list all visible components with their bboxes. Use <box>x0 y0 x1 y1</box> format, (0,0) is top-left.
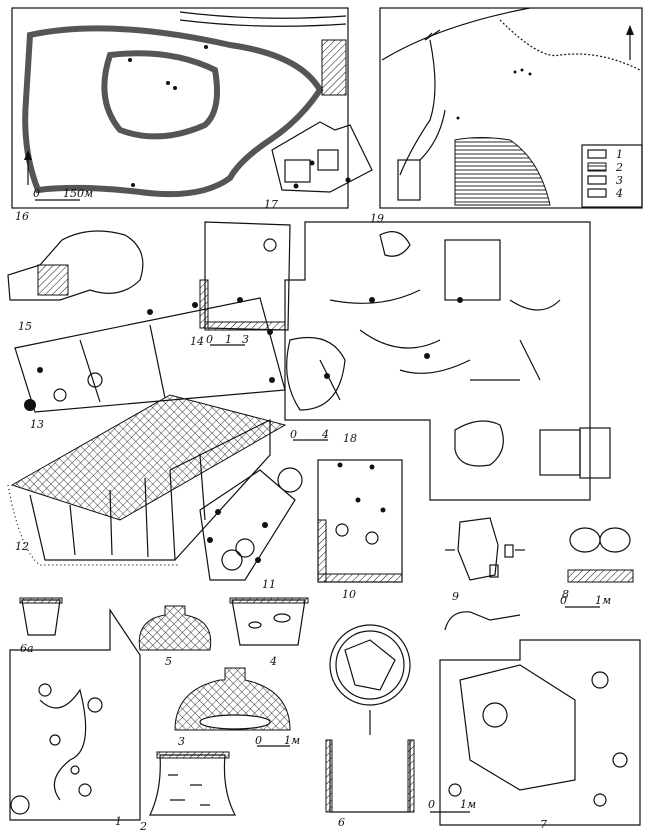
figure-8: 0 1м 8 <box>560 527 634 608</box>
figure-label-12: 12 <box>15 540 29 553</box>
legend-19-item-3: 3 <box>616 174 623 187</box>
figure-19: 1 2 3 4 19 <box>370 7 643 225</box>
figure-label-14: 14 <box>190 335 204 348</box>
figure-6: 6 <box>325 624 415 829</box>
scale-8-value: 1м <box>595 594 611 607</box>
figure-label-8: 8 <box>562 588 569 601</box>
figure-12: 12 <box>7 394 287 566</box>
figure-1: 1 <box>9 608 141 828</box>
figure-label-19: 19 <box>370 212 384 225</box>
legend-19-item-2: 2 <box>615 161 623 174</box>
legend-19-item-1: 1 <box>616 148 623 161</box>
scale-3-zero: 0 <box>255 734 262 747</box>
scale-7-zero: 0 <box>428 798 435 811</box>
figure-5: 5 <box>138 605 212 668</box>
figure-label-16: 16 <box>15 210 29 223</box>
figure-label-4: 4 <box>269 655 277 668</box>
scale-14-one: 1 <box>225 333 232 346</box>
figure-label-5: 5 <box>165 655 172 668</box>
figure-17: 17 <box>264 121 373 211</box>
figure-label-2: 2 <box>139 820 147 832</box>
scale-16-value: 150м <box>63 187 93 200</box>
scale-14-three: 3 <box>242 333 249 346</box>
figure-15: 15 <box>7 230 144 333</box>
legend-19-item-4: 4 <box>615 187 623 200</box>
scale-3-value: 1м <box>284 734 300 747</box>
figure-2: 2 <box>139 751 236 832</box>
figure-label-6: 6 <box>338 816 345 829</box>
scale-16-zero: 0 <box>33 187 40 200</box>
figure-6a: 6a <box>19 597 63 655</box>
figure-label-9: 9 <box>452 590 459 603</box>
scale-14-zero: 0 <box>206 333 213 346</box>
figure-4: 4 <box>229 597 309 668</box>
figure-7: 0 1м 7 <box>428 611 641 831</box>
figure-18: 0 4 18 <box>284 221 611 501</box>
scale-18-value: 4 <box>321 428 329 441</box>
figure-16: 0 150м 16 <box>11 7 349 223</box>
scale-18-zero: 0 <box>290 428 297 441</box>
figure-11: 11 <box>199 467 303 591</box>
figure-3: 0 1м 3 <box>174 667 300 748</box>
figure-label-1: 1 <box>115 815 122 828</box>
figure-label-6a: 6a <box>20 642 34 655</box>
figure-label-17: 17 <box>264 198 278 211</box>
figure-19-legend: 1 2 3 4 <box>581 144 643 208</box>
scale-8-zero: 0 <box>560 594 567 607</box>
figure-label-15: 15 <box>18 320 32 333</box>
figure-label-10: 10 <box>342 588 356 601</box>
figure-label-11: 11 <box>262 578 276 591</box>
figure-label-3: 3 <box>178 735 185 748</box>
figure-label-13: 13 <box>30 418 44 431</box>
figure-label-7: 7 <box>540 818 547 831</box>
figure-10: 10 <box>317 459 403 601</box>
scale-7-value: 1м <box>460 798 476 811</box>
figure-9: 9 <box>445 517 525 603</box>
figure-14: 14 0 1 3 <box>190 221 291 348</box>
figure-label-18: 18 <box>343 432 357 445</box>
